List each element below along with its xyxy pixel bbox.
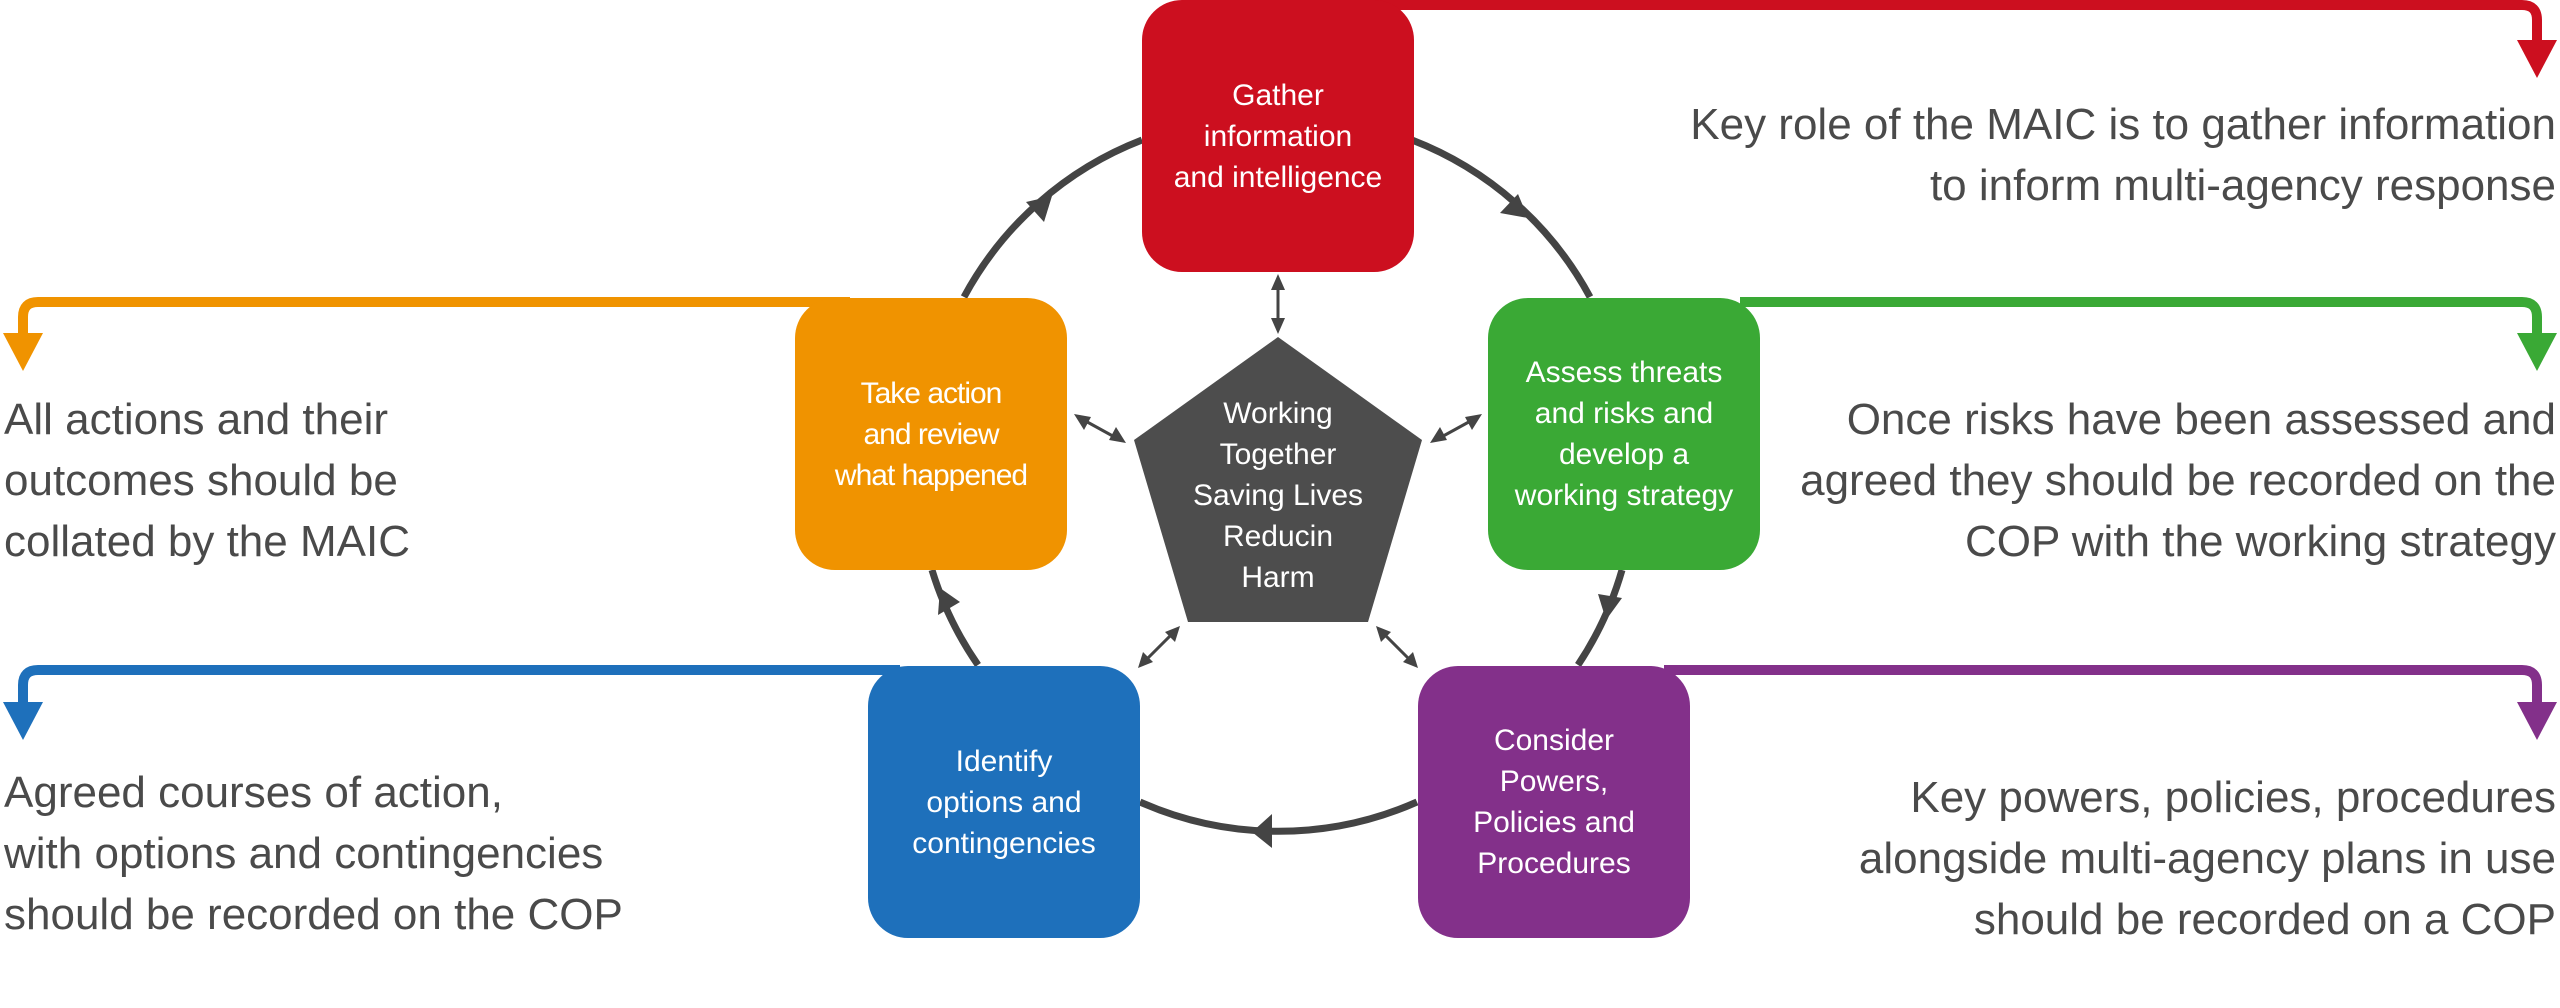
callout-head-action (3, 333, 43, 371)
note-assess: Once risks have been assessed and agreed… (1800, 395, 2556, 566)
connector-head (1271, 318, 1285, 334)
ring-arc-action-gather (960, 136, 1144, 299)
stage-gather-information: Gather information and intelligence (1142, 0, 1414, 272)
arrowhead-to-consider (1598, 594, 1622, 620)
arrowhead-to-gather (1026, 196, 1052, 222)
stage-assess-label: Assess threats and risks and develop a w… (1514, 356, 1734, 512)
connector-head (1376, 626, 1391, 642)
connector-head (1403, 652, 1418, 668)
note-identify: Agreed courses of action, with options a… (4, 768, 623, 939)
ring-arc-gather-assess (1410, 136, 1594, 299)
callout-line-gather (1370, 0, 2542, 52)
ring-arc-consider-identify (1138, 798, 1419, 835)
stage-action-label: Take action and review what happened (834, 376, 1028, 492)
stage-consider-label: Consider Powers, Policies and Procedures (1473, 724, 1635, 880)
note-gather: Key role of the MAIC is to gather inform… (1690, 100, 2556, 210)
callout-line-identify (18, 665, 900, 714)
stage-take-action: Take action and review what happened (795, 298, 1067, 570)
connector-head (1430, 427, 1447, 443)
connector-head (1074, 414, 1091, 430)
callout-line-action (18, 297, 850, 345)
callout-lines (18, 0, 2542, 714)
callout-head-consider (2517, 702, 2557, 740)
arrowhead-to-assess (1500, 194, 1528, 218)
stage-gather-label: Gather information and intelligence (1173, 78, 1383, 194)
note-action: All actions and their outcomes should be… (4, 395, 410, 566)
connector-head (1138, 652, 1153, 668)
connector-head (1109, 427, 1126, 443)
callout-head-assess (2517, 333, 2557, 371)
arrowhead-to-action (938, 588, 960, 615)
center-label: Working Together Saving Lives Reducin Ha… (1192, 397, 1364, 594)
connector-head (1165, 626, 1180, 642)
stage-consider-powers: Consider Powers, Policies and Procedures (1418, 666, 1690, 938)
stage-identify-options: Identify options and contingencies (868, 666, 1140, 938)
stage-assess-threats: Assess threats and risks and develop a w… (1488, 298, 1760, 570)
callout-line-assess (1740, 297, 2542, 345)
cycle-arrowheads (938, 194, 1622, 848)
connector-head (1271, 274, 1285, 290)
callout-head-identify (3, 702, 43, 740)
ring-arc-identify-action (928, 568, 981, 667)
ring-arc-assess-consider (1575, 569, 1626, 667)
center-pentagon (1134, 337, 1422, 622)
callout-head-gather (2517, 40, 2557, 78)
connector-head (1465, 414, 1482, 430)
callout-line-consider (1664, 665, 2542, 714)
note-consider: Key powers, policies, procedures alongsi… (1858, 773, 2556, 944)
callout-heads (3, 40, 2557, 740)
stage-identify-label: Identify options and contingencies (912, 744, 1096, 860)
arrowhead-to-identify (1252, 814, 1272, 848)
connector-heads (1074, 274, 1482, 668)
